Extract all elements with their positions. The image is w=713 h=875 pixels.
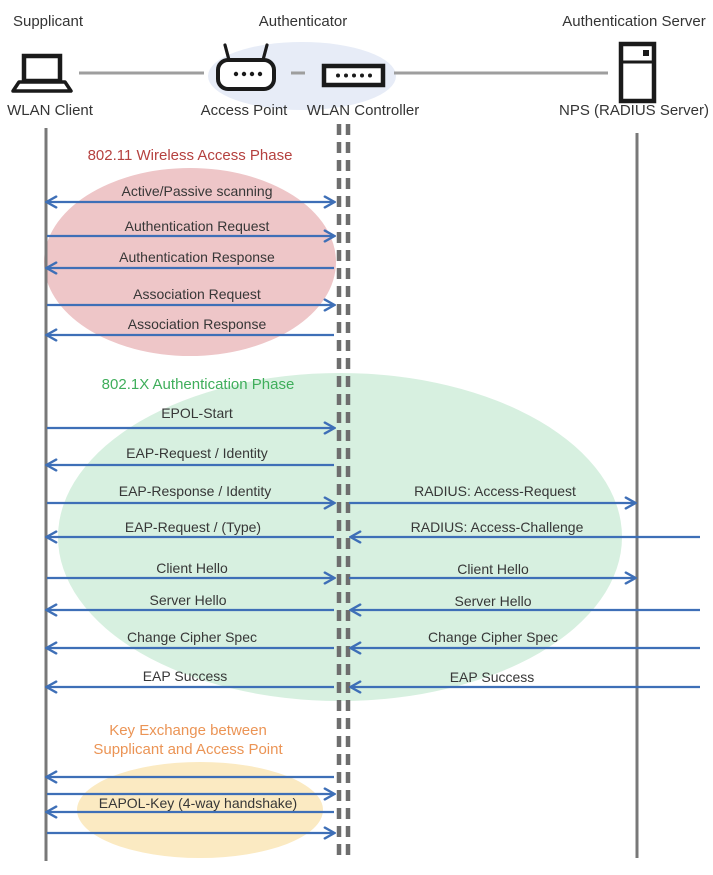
phase3-title-line1: Key Exchange between [109,722,267,739]
message-label: RADIUS: Access-Request [414,483,576,499]
device-label-nps-server: NPS (RADIUS Server) [558,102,710,119]
role-label-authenticator: Authenticator [258,13,348,30]
message-label: EAPOL-Key (4-way handshake) [98,795,298,811]
message-label: Change Cipher Spec [127,629,257,645]
phase2-ellipse [58,373,622,701]
device-label-wlan-controller: WLAN Controller [306,102,420,119]
phase1-ellipse [44,168,336,356]
role-label-supplicant: Supplicant [12,13,84,30]
device-label-wlan-client: WLAN Client [7,102,93,119]
role-label-authentication-server: Authentication Server [562,13,706,30]
access-point-icon [216,43,276,91]
message-label: Association Request [133,286,261,302]
message-label: Association Response [127,316,267,332]
message-label: Client Hello [457,561,529,577]
message-label: Change Cipher Spec [428,629,558,645]
message-label: Server Hello [149,592,227,608]
message-label: Server Hello [454,593,532,609]
message-label: Authentication Request [124,218,270,234]
message-label: EAP-Request / (Type) [124,519,262,535]
wlan-controller-icon [321,63,386,88]
phase1-title: 802.11 Wireless Access Phase [87,147,293,164]
phase3-title-line2: Supplicant and Access Point [93,741,283,758]
message-label: Active/Passive scanning [121,183,273,199]
server-icon [618,41,657,104]
phase2-title: 802.1X Authentication Phase [101,376,295,393]
message-label: EAP-Request / Identity [126,445,268,461]
message-label: RADIUS: Access-Challenge [410,519,584,535]
message-label: EAP Success [142,668,228,684]
message-label: EAP Success [449,669,535,685]
message-label: Client Hello [156,560,228,576]
laptop-icon [11,53,73,93]
message-label: Authentication Response [119,249,275,265]
message-label: EAP-Response / Identity [118,483,272,499]
message-label: EPOL-Start [161,405,233,421]
device-label-access-point: Access Point [200,102,288,119]
